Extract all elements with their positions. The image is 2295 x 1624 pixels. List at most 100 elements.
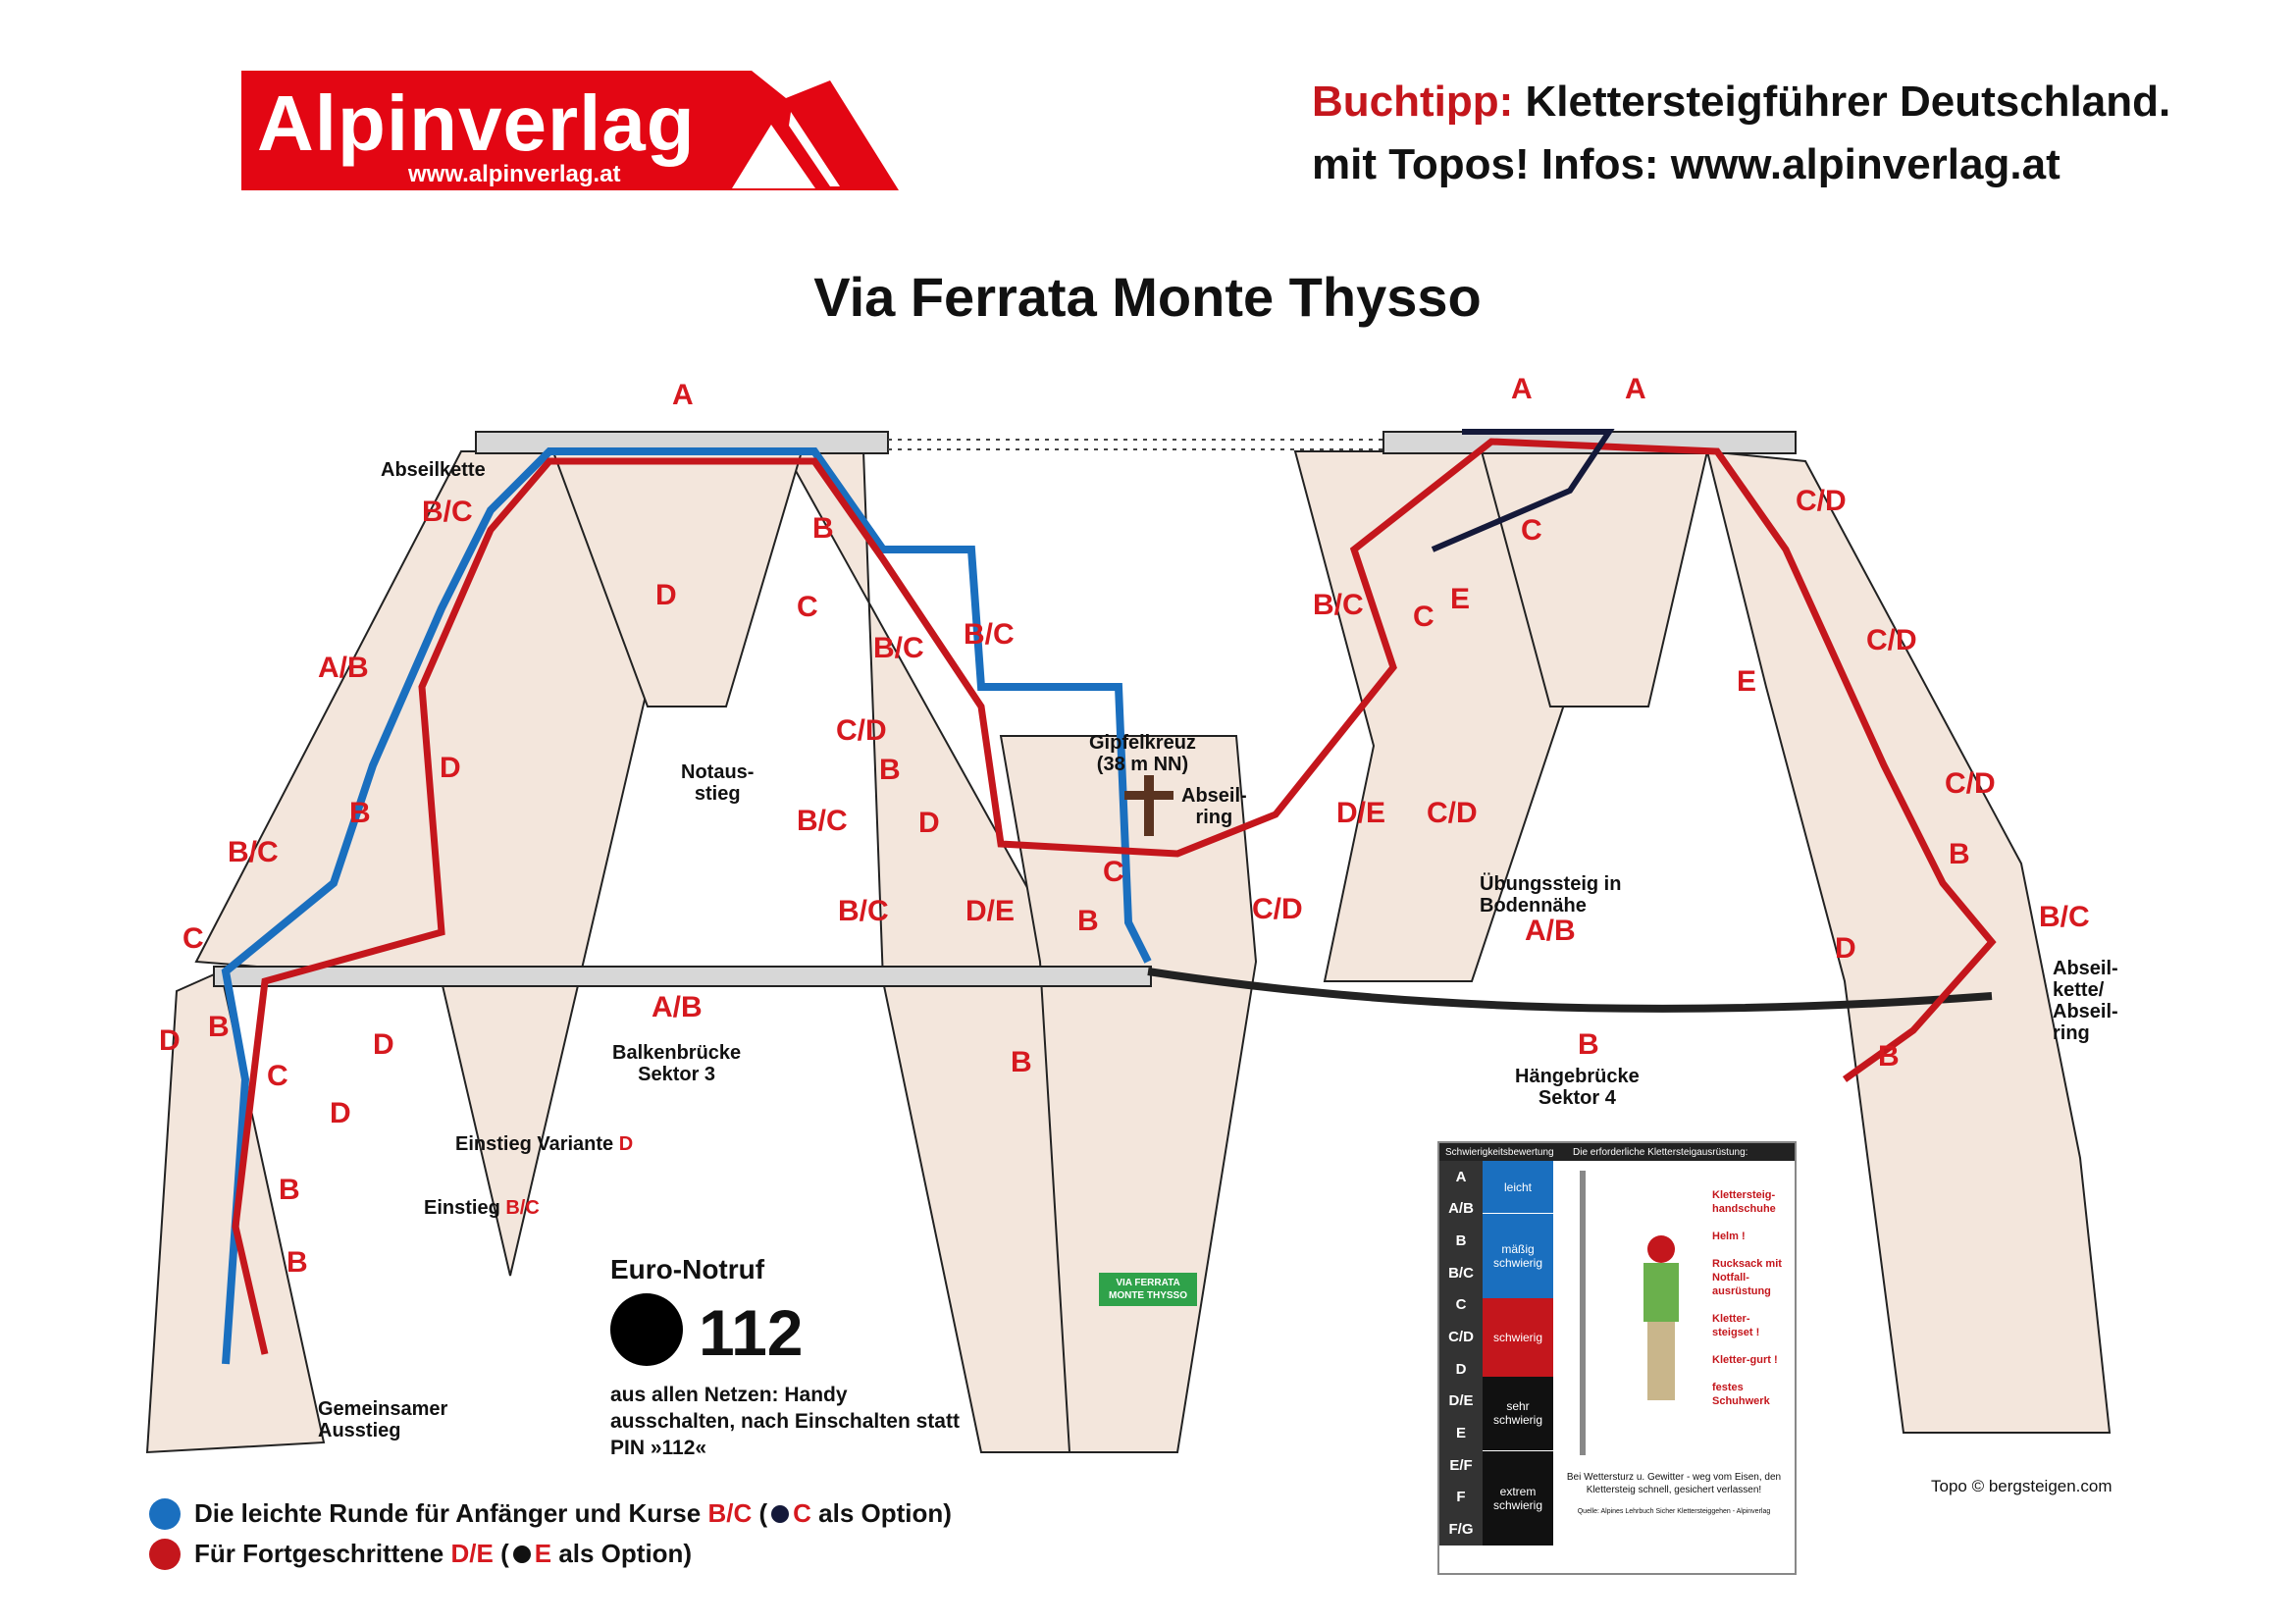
grade-label: C/D <box>1866 624 1917 656</box>
label-uebungssteig: Übungssteig in Bodennähe <box>1480 873 1622 917</box>
label-abseilring-center: Abseil- ring <box>1181 785 1247 828</box>
grade-label: E <box>1737 665 1757 698</box>
blue-dot-icon <box>149 1497 181 1530</box>
grade-label: D/E <box>1336 797 1386 829</box>
grade-label: B/C <box>1313 589 1364 621</box>
grade-label: D <box>918 807 940 839</box>
haengebruecke-grade: B <box>1578 1028 1599 1061</box>
grade-label: B/C <box>422 496 473 528</box>
grade-label: E <box>1450 583 1471 615</box>
alpinverlag-logo[interactable]: Alpinverlag www.alpinverlag.at <box>241 71 899 190</box>
grade-label: B/C <box>2039 901 2090 933</box>
grade-label: B/C <box>228 836 279 868</box>
grade-label: C/D <box>1945 767 1996 800</box>
grade-label: B/C <box>797 805 848 837</box>
suspension-bridge <box>1147 968 1993 1013</box>
grade-label: B <box>279 1174 300 1206</box>
label-abseil-right: Abseil- kette/ Abseil- ring <box>2053 958 2118 1044</box>
grade-label: B <box>208 1011 230 1043</box>
grade-label: D <box>330 1097 351 1129</box>
uebungssteig-grade: A/B <box>1525 915 1576 947</box>
emergency-number: 112 <box>699 1296 804 1369</box>
route-legend: Die leichte Runde für Anfänger und Kurse… <box>149 1493 952 1574</box>
grade-label: C <box>1521 514 1542 547</box>
grade-label: C <box>1413 601 1434 633</box>
beam-bridge <box>213 966 1152 987</box>
summit-cross-icon <box>1124 775 1174 836</box>
grade-label: B/C <box>964 618 1015 651</box>
label-einstieg-bc: Einstieg B/C <box>424 1197 540 1219</box>
grade-label: B <box>1011 1046 1032 1078</box>
blue-route <box>221 447 1152 1365</box>
difficulty-gear-chart: Schwierigkeitsbewertung Die erforderlich… <box>1437 1141 1797 1575</box>
grade-label: D <box>440 752 461 784</box>
promo-info: mit Topos! Infos: www.alpinverlag.at <box>1312 140 2060 188</box>
grade-label: A <box>1625 373 1646 405</box>
grade-label: C/D <box>836 714 887 747</box>
label-haengebruecke: Hängebrücke Sektor 4 <box>1515 1066 1640 1109</box>
chart-source: Quelle: Alpines Lehrbuch Sicher Kletters… <box>1577 1508 1771 1515</box>
balkenbruecke-grade: A/B <box>652 991 703 1023</box>
grade-label: C <box>267 1060 288 1092</box>
grade-label: D <box>655 579 677 611</box>
equipment-list: Klettersteig-handschuhe Helm ! Rucksack … <box>1712 1189 1782 1407</box>
page-title: Via Ferrata Monte Thysso <box>813 266 1482 328</box>
weather-warning: Bei Wettersturz u. Gewitter - weg vom Ei… <box>1566 1472 1782 1495</box>
legend-row-advanced: Für Fortgeschrittene D/E (E als Option) <box>149 1534 952 1574</box>
grade-label: B/C <box>873 632 924 664</box>
label-einstieg-variante: Einstieg Variante D <box>455 1133 634 1155</box>
grade-label: B <box>1077 905 1099 937</box>
grade-label: B/C <box>838 895 889 927</box>
grade-label: D <box>373 1028 394 1061</box>
grade-label: D <box>159 1024 181 1057</box>
legend-row-easy: Die leichte Runde für Anfänger und Kurse… <box>149 1493 952 1534</box>
dark-dot-icon <box>771 1504 790 1523</box>
grade-label: B <box>1949 838 1970 870</box>
dark-dot-icon <box>512 1545 531 1563</box>
logo-url: www.alpinverlag.at <box>408 161 621 187</box>
grade-scale: A A/B B B/C C C/D D D/E E E/F F F/G <box>1439 1161 1483 1545</box>
climber-illustration: Klettersteig-handschuhe Helm ! Rucksack … <box>1553 1161 1795 1545</box>
promo-label: Buchtipp: <box>1312 78 1514 126</box>
grade-label: C <box>1103 856 1124 888</box>
grade-label: C <box>797 591 818 623</box>
label-abseilkette-left: Abseilkette <box>381 459 486 481</box>
label-notausstieg: Notaus- stieg <box>681 761 755 805</box>
red-dot-icon <box>149 1538 181 1570</box>
grade-label: C/D <box>1252 893 1303 925</box>
label-gemeinsamer-ausstieg: Gemeinsamer Ausstieg <box>318 1398 448 1441</box>
label-gipfelkreuz: Gipfelkreuz (38 m NN) <box>1089 732 1196 775</box>
grade-label: B <box>287 1246 308 1279</box>
book-promo: Buchtipp: Klettersteigführer Deutschland… <box>1312 71 2170 196</box>
label-balkenbruecke: Balkenbrücke Sektor 3 <box>612 1042 742 1085</box>
right-outer <box>1705 449 2112 1434</box>
grade-label: C/D <box>1427 797 1478 829</box>
emergency-instructions: aus allen Netzen: Handy ausschalten, nac… <box>610 1384 960 1459</box>
climber-icon <box>1580 1171 1679 1455</box>
grade-label: A/B <box>318 652 369 684</box>
grade-label: D/E <box>965 895 1016 927</box>
logo-wordmark: Alpinverlag <box>257 79 696 167</box>
emergency-title: Euro-Notruf <box>610 1254 765 1284</box>
grade-label: B <box>349 797 371 829</box>
red-route <box>232 438 1997 1355</box>
via-ferrata-sign: VIA FERRATA MONTE THYSSO <box>1099 1273 1197 1306</box>
phone-icon <box>610 1293 683 1366</box>
logo-mountain-icon <box>241 71 899 190</box>
optional-route <box>1431 429 1615 552</box>
grade-label: C/D <box>1796 485 1847 517</box>
grade-label: B <box>879 754 901 786</box>
gear-header-left: Schwierigkeitsbewertung <box>1445 1146 1554 1158</box>
difficulty-levels: leicht mäßig schwierig schwierig sehr sc… <box>1483 1161 1553 1546</box>
grade-label: B <box>812 512 834 545</box>
topo-credit: Topo © bergsteigen.com <box>1931 1477 2112 1495</box>
grade-label: C <box>183 922 204 955</box>
gear-header-right: Die erforderliche Klettersteigausrüstung… <box>1573 1146 1748 1158</box>
grade-label: A <box>672 379 694 411</box>
grade-label: D <box>1835 932 1856 965</box>
grade-label: A <box>1511 373 1533 405</box>
promo-book-title: Klettersteigführer Deutschland. <box>1525 78 2171 126</box>
grade-label: B <box>1878 1040 1900 1073</box>
emergency-call-box: Euro-Notruf 112 aus allen Netzen: Handy … <box>610 1254 960 1459</box>
